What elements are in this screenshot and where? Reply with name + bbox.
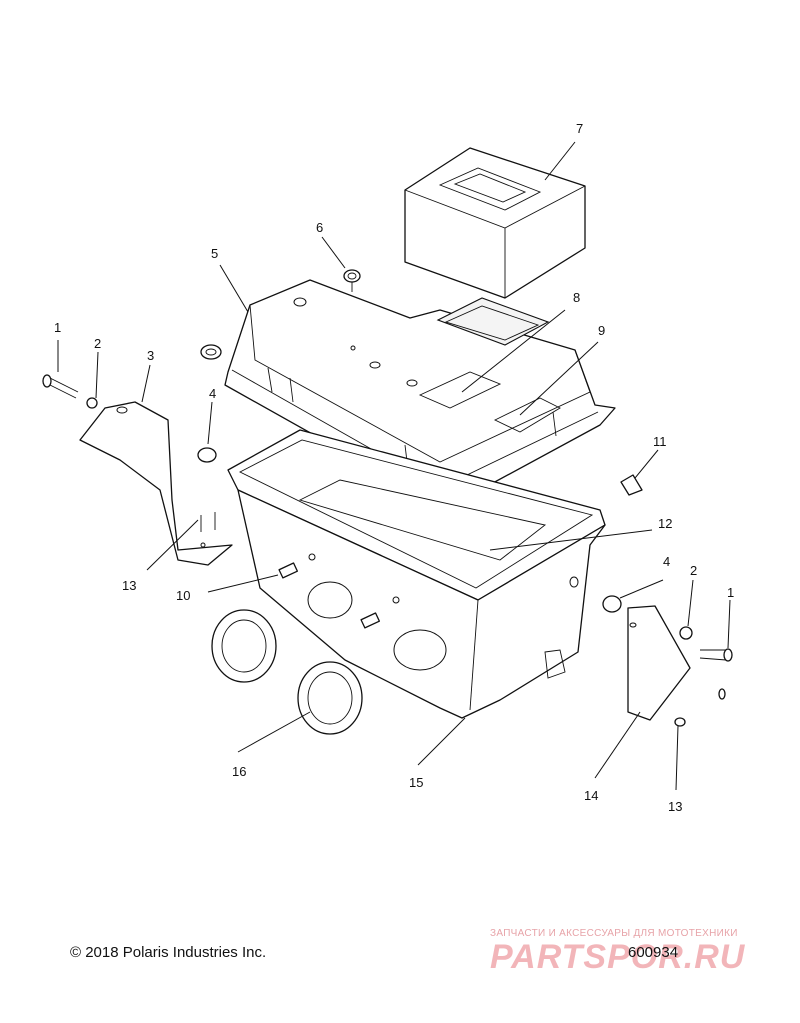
part-left-bracket xyxy=(79,401,233,566)
watermark-logo: PARTSPOR.RU xyxy=(490,938,746,976)
callout-labels: 1 2 3 4 5 6 7 8 9 11 12 13 10 4 2 1 16 1… xyxy=(54,121,734,814)
hardware-right xyxy=(602,595,733,727)
part-airbox-base xyxy=(227,429,606,719)
hardware-left xyxy=(42,374,217,532)
callout-5: 5 xyxy=(211,246,218,261)
diagram-number: 600934 xyxy=(628,944,679,961)
callout-12: 12 xyxy=(658,516,672,531)
part-fittings xyxy=(278,562,381,629)
part-hose-clamp xyxy=(200,269,361,360)
callout-2: 2 xyxy=(94,336,101,351)
callout-10: 10 xyxy=(176,588,190,603)
callout-15: 15 xyxy=(409,775,423,790)
callout-2-right: 2 xyxy=(690,563,697,578)
callout-8: 8 xyxy=(573,290,580,305)
callout-9: 9 xyxy=(598,323,605,338)
watermark-tagline: ЗАПЧАСТИ И АКСЕССУАРЫ ДЛЯ МОТОТЕХНИКИ xyxy=(490,928,738,939)
callout-13-right: 13 xyxy=(668,799,682,814)
callout-4-right: 4 xyxy=(663,554,670,569)
part-filter-element xyxy=(404,147,586,299)
callout-4: 4 xyxy=(209,386,216,401)
callout-1-right: 1 xyxy=(727,585,734,600)
callout-13: 13 xyxy=(122,578,136,593)
callout-16: 16 xyxy=(232,764,246,779)
callout-6: 6 xyxy=(316,220,323,235)
callout-14: 14 xyxy=(584,788,598,803)
leader-lines xyxy=(57,141,731,791)
copyright-text: © 2018 Polaris Industries Inc. xyxy=(70,944,267,961)
part-clip xyxy=(620,474,643,496)
callout-11: 11 xyxy=(653,434,667,449)
callout-3: 3 xyxy=(147,348,154,363)
part-rubber-boots xyxy=(211,609,363,735)
callout-1: 1 xyxy=(54,320,61,335)
callout-7: 7 xyxy=(576,121,583,136)
